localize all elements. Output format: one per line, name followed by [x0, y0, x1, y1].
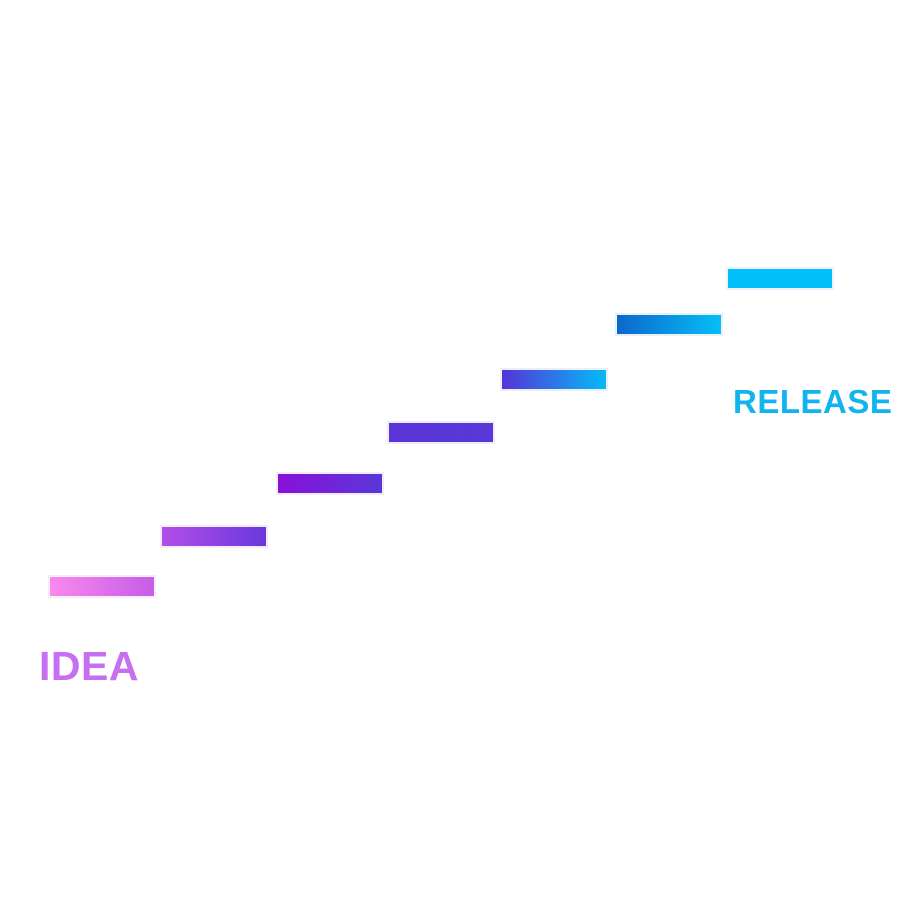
step-3 — [277, 473, 383, 494]
step-7 — [727, 268, 833, 289]
step-4 — [388, 422, 494, 443]
idea-label: IDEA — [39, 643, 139, 689]
step-1 — [49, 576, 155, 597]
step-2 — [161, 526, 267, 547]
step-6 — [616, 314, 722, 335]
step-5 — [501, 369, 607, 390]
release-label: RELEASE — [733, 383, 893, 420]
